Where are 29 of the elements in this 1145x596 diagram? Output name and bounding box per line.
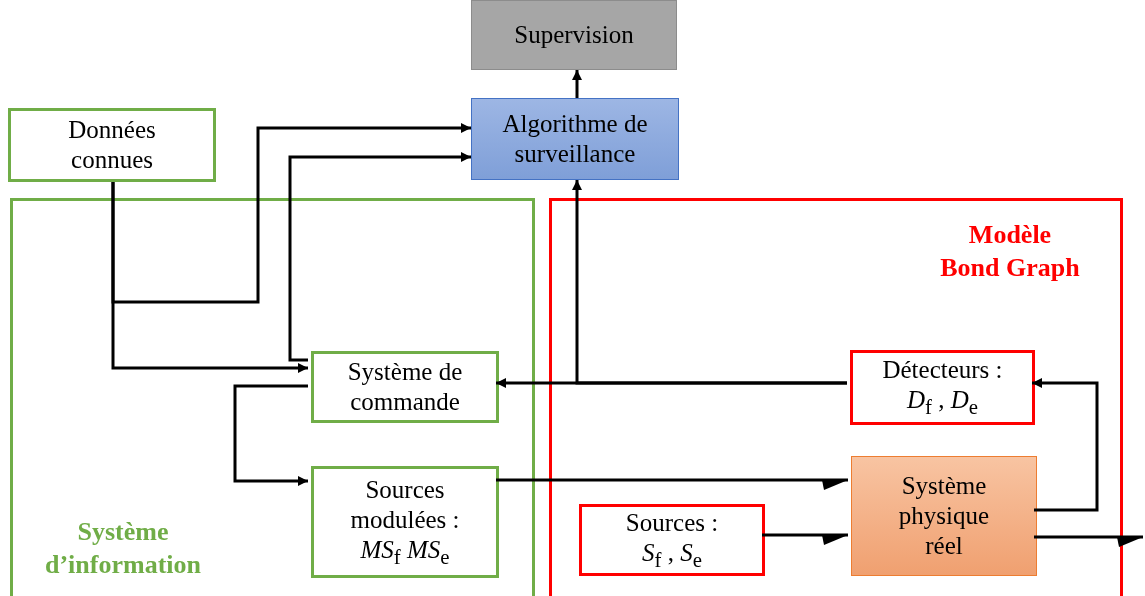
arrow bbox=[496, 478, 848, 490]
process-box bbox=[850, 350, 1035, 425]
arrow bbox=[1032, 378, 1099, 512]
group-frame bbox=[10, 198, 535, 596]
process-box bbox=[311, 351, 499, 423]
arrow bbox=[111, 182, 308, 373]
process-box bbox=[471, 98, 679, 180]
node-label: Algorithme de surveillance bbox=[501, 109, 649, 169]
node-label: Détecteurs : D$_{f}$ , D$_{e}$ bbox=[881, 355, 1004, 420]
process-box bbox=[851, 456, 1037, 576]
process-box bbox=[8, 108, 216, 182]
arrow bbox=[233, 384, 308, 486]
process-box bbox=[579, 504, 765, 576]
node-label: Données connues bbox=[67, 115, 157, 175]
arrow bbox=[572, 180, 847, 385]
arrow bbox=[1034, 535, 1143, 547]
process-box bbox=[471, 0, 677, 70]
node-label: Système de commande bbox=[346, 357, 464, 417]
process-box bbox=[311, 466, 499, 578]
node-label: Sources modulées : MS$_{f}$ MS$_{e}$ bbox=[349, 474, 461, 570]
arrow bbox=[288, 152, 471, 362]
arrow bbox=[572, 70, 582, 98]
node-label: Supervision bbox=[514, 20, 634, 50]
group-frame bbox=[549, 198, 1123, 596]
arrow bbox=[762, 533, 848, 545]
node-label: Sources : S$_{f}$ , S$_{e}$ bbox=[624, 507, 720, 573]
node-label: Système physique réel bbox=[897, 471, 991, 561]
group-title: Modèle Bond Graph bbox=[939, 219, 1081, 284]
group-title: Système d’information bbox=[44, 516, 202, 581]
